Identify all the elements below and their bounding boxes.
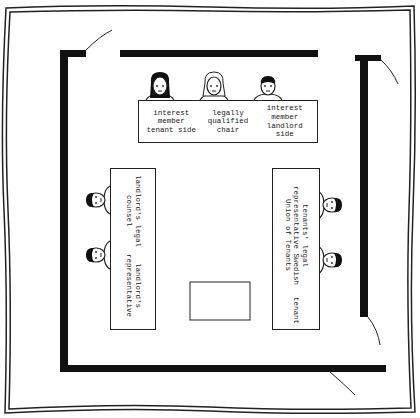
empty-table [190, 282, 250, 320]
seat-label: interest member landlord side [259, 104, 311, 139]
judges-table: interest member tenant sidelegally quali… [138, 100, 318, 143]
door-arcs [86, 30, 398, 395]
seat-label: landlord's representative [124, 247, 141, 324]
landlord-table: landlord's legal counsellandlord's repre… [110, 168, 156, 330]
seat-label: legally qualified chair [202, 109, 254, 135]
seat-label: tenants' legal representative Swedish Un… [283, 174, 309, 297]
seat-label: tenant [292, 297, 301, 324]
seat-label: interest member tenant side [145, 109, 197, 135]
outer-frame [2, 6, 415, 414]
walls [60, 50, 386, 372]
seat-label: landlord's legal counsel [124, 174, 141, 247]
tenant-table: tenants' legal representative Swedish Un… [272, 168, 320, 330]
